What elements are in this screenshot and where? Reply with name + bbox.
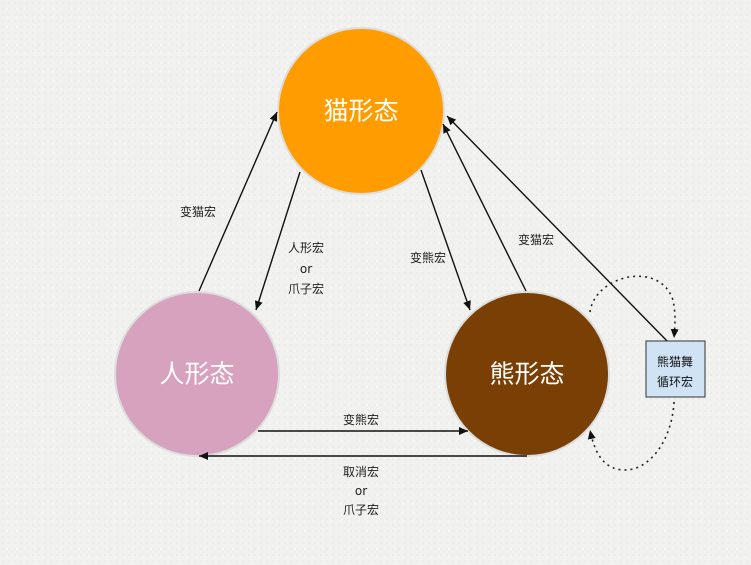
label-bear-to-human-line-3: 爪子宏: [343, 502, 379, 517]
label-bear-to-human-line-2: or: [355, 484, 367, 498]
label-cat-to-human-line-1: 人形宏: [288, 240, 324, 255]
arrow-bear-to-cat: [442, 123, 527, 292]
cat-form-label: 猫形态: [323, 97, 398, 126]
label-cat-to-bear: 变熊宏: [410, 250, 446, 265]
arrow-human-to-cat: [198, 111, 278, 292]
cat-form-circle: [277, 27, 445, 195]
arrow-loop-to-cat: [446, 115, 672, 346]
human-form-circle: [114, 291, 280, 457]
cat-form-node: 猫形态: [277, 27, 445, 195]
label-human-to-bear: 变熊宏: [343, 412, 379, 427]
bear-form-node: 熊形态: [444, 291, 610, 457]
loop-lower-arc: [587, 401, 675, 471]
human-form-node: 人形态: [114, 291, 280, 457]
loop-box-line-1: 熊猫舞: [657, 354, 693, 369]
panda-dance-loop-box: 熊猫舞 循环宏: [645, 340, 706, 398]
human-form-label: 人形态: [159, 360, 234, 389]
label-cat-to-human-line-2: or: [300, 262, 312, 276]
arrow-cat-to-bear: [420, 169, 471, 311]
bear-form-label: 熊形态: [489, 360, 564, 389]
loop-box-line-2: 循环宏: [657, 374, 693, 389]
arrow-cat-to-human: [254, 171, 301, 311]
label-cat-to-human-line-3: 爪子宏: [288, 281, 324, 296]
label-human-to-cat: 变猫宏: [180, 204, 216, 219]
label-bear-to-human-line-1: 取消宏: [343, 464, 379, 479]
loop-box-rect: [645, 340, 706, 398]
loop-upper-arc: [589, 275, 679, 339]
label-bear-to-cat: 变猫宏: [518, 232, 554, 247]
